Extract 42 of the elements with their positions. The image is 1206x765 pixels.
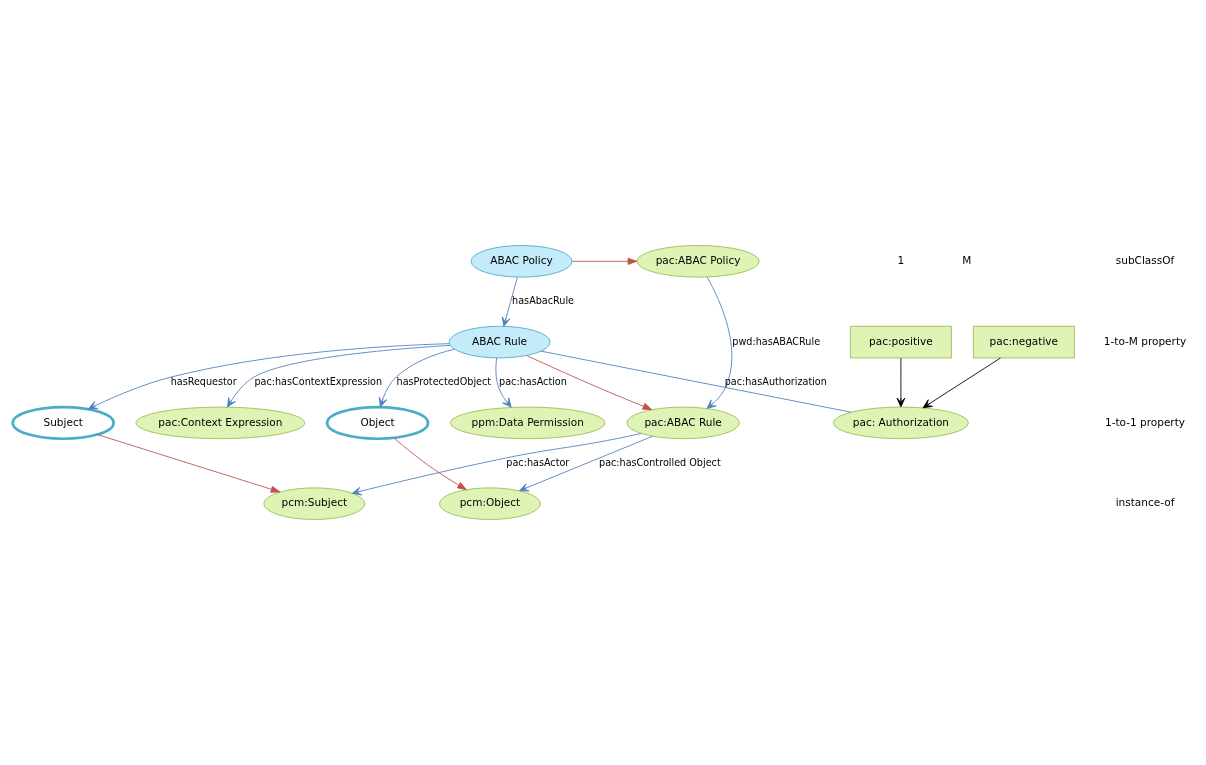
edge-label: hasAbacRule	[512, 295, 575, 307]
arrow	[227, 344, 451, 408]
node-ellipse: pcm:Object	[439, 487, 541, 520]
arrow	[378, 348, 455, 408]
arrow	[501, 277, 518, 327]
legend-label: subClassOf	[1115, 254, 1175, 267]
node-box: pac:positive	[849, 325, 952, 359]
node-ellipse: pac:ABAC Rule	[626, 406, 740, 440]
arrow	[922, 357, 1001, 409]
edge-label: pwd:hasABACRule	[732, 335, 821, 347]
arrow	[393, 437, 467, 491]
legend-label: 1-to-1 property	[1104, 415, 1186, 428]
arrow	[88, 343, 450, 410]
arrow	[495, 357, 512, 408]
arrow	[351, 433, 642, 496]
node-ellipse: Subject	[11, 405, 115, 440]
label: 1	[897, 254, 905, 267]
node-box: pac:negative	[972, 325, 1075, 359]
legend-label: 1-to-M property	[1103, 334, 1187, 347]
node-ellipse: ppm:Data Permission	[449, 406, 606, 440]
edge-label: pac:hasContextExpression	[254, 375, 383, 387]
edge-label: hasProtectedObject	[396, 375, 492, 387]
connector	[540, 350, 852, 413]
arrow	[519, 435, 653, 492]
arrow	[97, 434, 281, 493]
node-ellipse: ABAC Policy	[470, 245, 573, 278]
arrow	[526, 355, 653, 411]
node-ellipse: ABAC Rule	[448, 325, 551, 359]
legend-label: instance-of	[1115, 496, 1175, 509]
arrow	[706, 276, 733, 409]
edge-label: pac:hasControlled Object	[599, 456, 721, 468]
label: M	[962, 254, 972, 267]
edge-label: pac:hasActor	[506, 456, 570, 468]
node-ellipse: pac:ABAC Policy	[636, 245, 760, 278]
node-ellipse: pac: Authorization	[832, 406, 969, 440]
edge-label: pac:hasAction	[499, 375, 567, 387]
arrow	[571, 257, 638, 265]
arrow	[896, 357, 906, 408]
edge-label: hasRequestor	[170, 375, 237, 387]
node-ellipse: pac:Context Expression	[135, 406, 306, 440]
edge-label: pac:hasAuthorization	[724, 375, 827, 387]
node-ellipse: Object	[325, 405, 430, 440]
